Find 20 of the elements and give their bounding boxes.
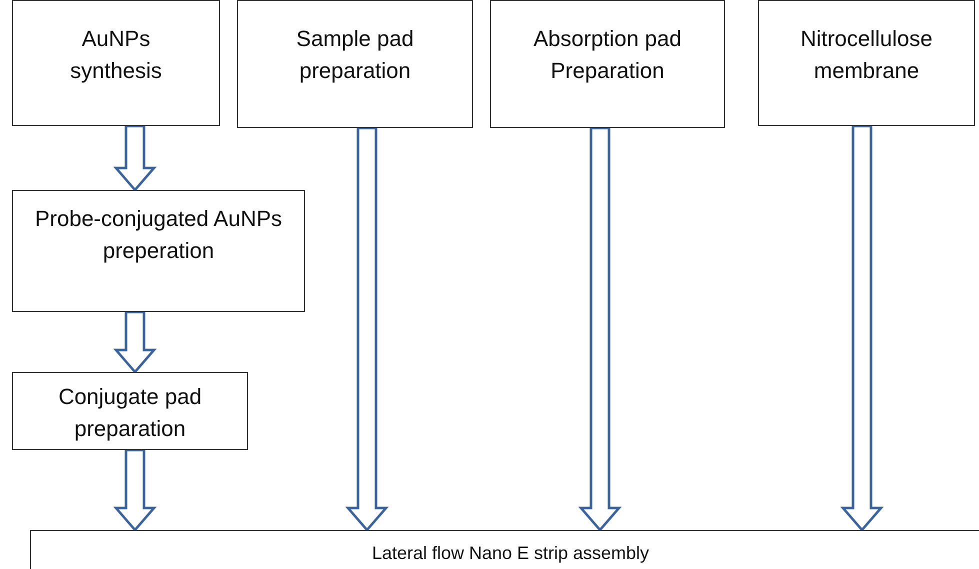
step-label: AuNPs synthesis (69, 25, 163, 85)
block-arrow (113, 310, 157, 374)
process-box (12, 372, 248, 450)
step-label: Probe-conjugated AuNPs preperation (34, 205, 284, 265)
block-arrow (345, 126, 389, 532)
block-arrow (113, 124, 157, 192)
process-box (490, 0, 725, 128)
block-arrow (840, 124, 884, 532)
process-box (12, 190, 305, 312)
step-label: Lateral flow Nano E strip assembly (372, 542, 650, 565)
step-label: Absorption pad Preparation (532, 25, 682, 85)
block-arrow (113, 448, 157, 532)
step-label: Sample pad preparation (295, 25, 415, 85)
step-label: Conjugate pad preparation (57, 383, 203, 443)
process-box (237, 0, 473, 128)
block-arrow (578, 126, 622, 532)
step-label: Nitrocellulose membrane (799, 25, 934, 85)
process-box (30, 530, 979, 569)
process-box (758, 0, 975, 126)
process-box (12, 0, 220, 126)
